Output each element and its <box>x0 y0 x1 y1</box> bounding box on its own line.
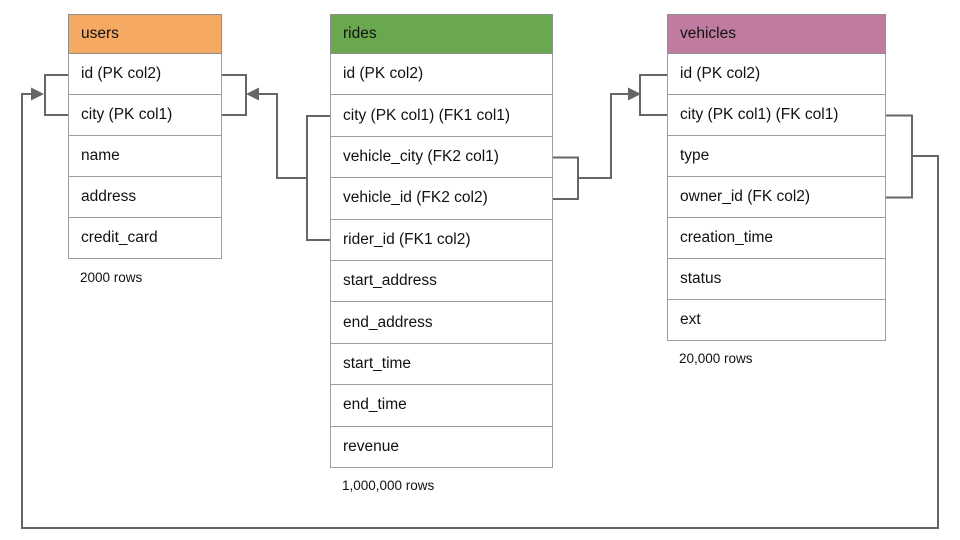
fk1-elbow-line <box>258 93 307 179</box>
table-users-title: users <box>81 25 119 42</box>
table-users-header: users <box>68 14 222 54</box>
table-row: address <box>68 177 222 218</box>
table-rides-title: rides <box>343 25 377 42</box>
table-row: id (PK col2) <box>667 54 886 95</box>
table-row: vehicle_city (FK2 col1) <box>330 136 553 179</box>
table-vehicles-header: vehicles <box>667 14 886 54</box>
table-row: rider_id (FK1 col2) <box>330 219 553 261</box>
table-row: end_address <box>330 302 553 344</box>
table-row: id (PK col2) <box>68 54 222 95</box>
users-row-count: 2000 rows <box>80 270 143 285</box>
table-row: owner_id (FK col2) <box>667 177 886 218</box>
table-row: status <box>667 259 886 300</box>
fk-vehicles-bracket <box>886 114 913 199</box>
vehicles-row-count: 20,000 rows <box>679 351 753 366</box>
table-row: start_time <box>330 343 553 386</box>
fk2-arrowhead <box>628 87 641 101</box>
fk2-vehicles-bracket <box>639 74 667 116</box>
fk1-arrowhead <box>246 87 259 101</box>
table-row: end_time <box>330 385 553 427</box>
table-row: name <box>68 136 222 177</box>
table-row: creation_time <box>667 218 886 259</box>
table-row: city (PK col1) (FK1 col1) <box>330 95 553 137</box>
table-rides-header: rides <box>330 14 553 54</box>
table-row: type <box>667 136 886 177</box>
fk2-elbow-line <box>578 93 628 179</box>
table-vehicles: vehicles id (PK col2) city (PK col1) (FK… <box>667 14 886 341</box>
rides-row-count: 1,000,000 rows <box>342 478 435 493</box>
fk1-rides-to-users <box>222 74 330 241</box>
table-row: credit_card <box>68 218 222 259</box>
fk2-rides-bracket <box>553 156 579 200</box>
table-vehicles-title: vehicles <box>680 25 736 42</box>
table-row: start_address <box>330 260 553 303</box>
fk1-users-bracket <box>222 74 247 116</box>
table-users: users id (PK col2) city (PK col1) name a… <box>68 14 222 259</box>
table-row: id (PK col2) <box>330 54 553 96</box>
fk-arrowhead <box>31 87 44 101</box>
fk2-rides-to-vehicles <box>553 74 667 200</box>
table-row: vehicle_id (FK2 col2) <box>330 178 553 220</box>
fk-users-bracket <box>44 74 68 116</box>
table-rides: rides id (PK col2) city (PK col1) (FK1 c… <box>330 14 553 468</box>
table-row: revenue <box>330 426 553 468</box>
table-row: city (PK col1) <box>68 95 222 136</box>
table-row: city (PK col1) (FK col1) <box>667 95 886 136</box>
fk1-rides-bracket <box>306 115 330 241</box>
table-row: ext <box>667 300 886 341</box>
